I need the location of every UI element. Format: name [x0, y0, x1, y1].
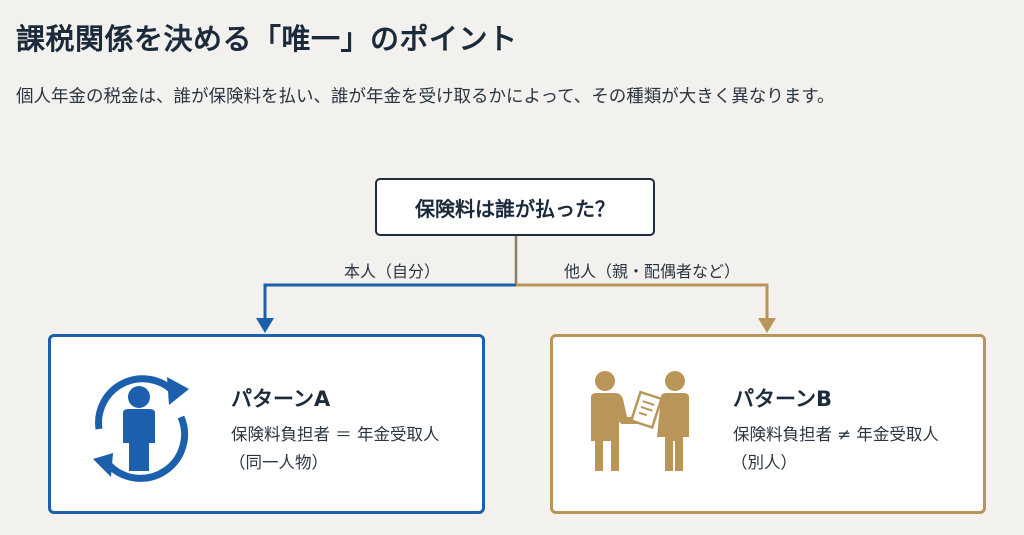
- pattern-a-relation: 保険料負担者 ＝ 年金受取人: [231, 425, 440, 444]
- branch-label-other: 他人（親・配偶者など）: [564, 262, 741, 281]
- page-title: 課税関係を決める「唯一」のポイント: [16, 22, 518, 56]
- pattern-a-card: パターンA 保険料負担者 ＝ 年金受取人 （同一人物）: [48, 334, 485, 514]
- pattern-b-card: パターンB 保険料負担者 ≠ 年金受取人 （別人）: [550, 334, 986, 514]
- branch-line-self: [263, 283, 516, 320]
- arrow-down-icon: [758, 318, 776, 333]
- person-cycle-icon: [93, 375, 189, 482]
- pattern-a-heading: パターンA: [231, 387, 331, 411]
- branch-line-other: [516, 283, 769, 320]
- question-box: 保険料は誰が払った？: [375, 178, 655, 236]
- branch-label-self: 本人（自分）: [344, 262, 441, 281]
- pattern-a-note: （同一人物）: [229, 453, 328, 472]
- pattern-b-relation: 保険料負担者 ≠ 年金受取人: [733, 425, 939, 444]
- arrow-down-icon: [256, 318, 274, 333]
- pattern-b-heading: パターンB: [733, 387, 832, 411]
- page-subtitle: 個人年金の税金は、誰が保険料を払い、誰が年金を受け取るかによって、その種類が大き…: [16, 87, 835, 107]
- pattern-b-note: （別人）: [731, 453, 797, 472]
- two-people-document-icon: [591, 371, 689, 471]
